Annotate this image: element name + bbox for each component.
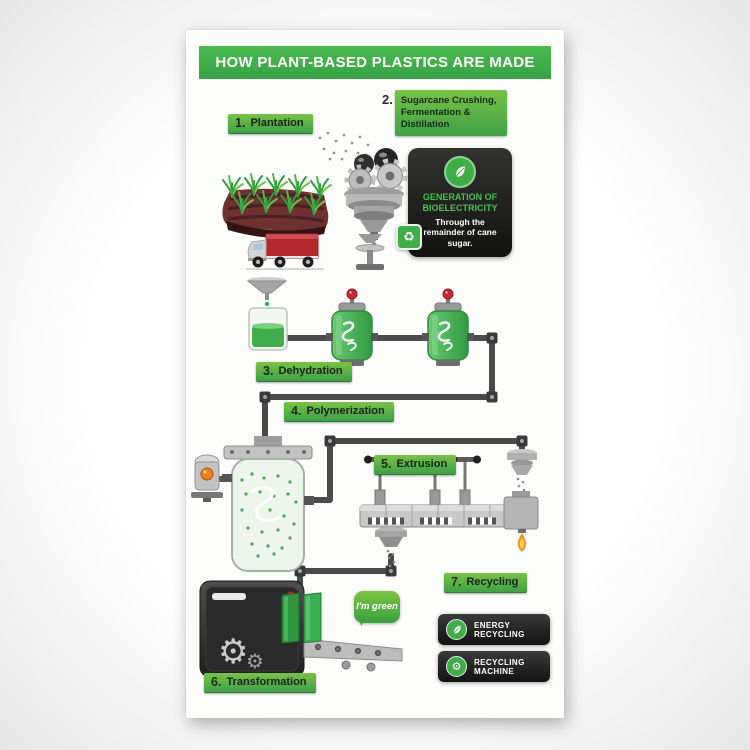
soil-mound [222,188,329,234]
pellet-sprayer [507,449,537,496]
bioelectricity-body: Through the remainder of cane sugar. [423,216,497,248]
step-number: 7. [451,575,462,589]
orange-indicator [200,467,214,481]
pipe-junctions [259,332,528,577]
recycle-icon: ♻ [403,229,415,244]
gear-icon: ⚙ [246,649,264,673]
im-green-bubble: I'm green [354,591,400,626]
bioelectricity-title: GENERATION OF BIOELECTRICITY [422,192,498,213]
step-label-recycling: 7. Recycling [444,573,528,593]
transformation-machine-illustration: ⚙ ⚙ [199,580,403,678]
step-number: 6. [211,675,222,689]
steam-swirl [341,321,355,342]
red-valve [346,288,358,300]
step-number: 5. [381,457,392,471]
step-label-text: Sugarcane Crushing, Fermentation & Disti… [400,95,497,130]
step-label-text: Recycling [466,576,519,588]
recycle-chip: ♻ [396,224,422,250]
step-label-text: Extrusion [396,458,448,470]
red-valve [442,288,454,300]
steam-swirl [437,321,451,342]
truck-illustration [246,233,324,270]
funnel-beaker-illustration [246,277,288,351]
truck-wheels [252,256,314,268]
weighing-hopper-illustration [355,234,385,270]
crusher-funnel [360,220,388,232]
pump-gauge-illustration [191,454,232,502]
bioelectricity-card: GENERATION OF BIOELECTRICITY Through the… [408,148,512,258]
step-label-text: Polymerization [306,405,385,417]
gear-icon: ⚙ [446,656,467,677]
output-hopper [375,527,407,568]
bioelectricity-leaf-icon [444,156,476,188]
step-label-polymerization: 4. Polymerization [284,402,394,422]
step-number: 3. [263,364,274,378]
machine-slot [212,593,246,600]
leaf-energy-icon [446,619,467,640]
gear-icon: ⚙ [218,632,248,672]
badge-energy-recycling: ENERGY RECYCLING [438,614,550,645]
polymerization-tank-illustration [222,436,314,572]
pipes-network [259,332,528,587]
glass-tank [231,458,305,572]
distillation-vessel-2 [422,288,474,366]
title-bar: HOW PLANT-BASED PLASTICS ARE MADE [199,46,551,79]
badge-label: ENERGY RECYCLING [474,620,525,639]
step-number: 2. [382,92,393,107]
poster-title: HOW PLANT-BASED PLASTICS ARE MADE [215,54,535,71]
step-label-transformation: 6. Transformation [204,673,316,693]
die-block [503,496,539,530]
infographic-poster: HOW PLANT-BASED PLASTICS ARE MADE [186,30,564,718]
step-label-dehydration: 3. Dehydration [256,362,352,382]
liquid-drop [264,301,270,307]
step-label-plantation: 1. Plantation [228,114,313,134]
step-label-text: Dehydration [278,365,343,377]
green-plastic-sheets [281,592,322,644]
step-label-extrusion: 5. Extrusion [374,455,457,475]
funnel [246,280,288,294]
conveyor-bolts [314,643,382,657]
step-number: 4. [291,404,302,418]
polymer-speckles [240,472,298,558]
step-label-crushing: 2. Sugarcane Crushing, Fermentation & Di… [382,90,507,136]
step-label-text: Plantation [250,117,304,129]
step-label-text: Transformation [226,676,307,688]
distillation-vessel-1 [326,288,378,366]
bubble-text: I'm green [356,600,398,612]
step-2-box: Sugarcane Crushing, Fermentation & Disti… [394,90,507,136]
step-number: 1. [235,116,246,130]
mixing-swirl [250,485,282,522]
badge-label: RECYCLING MACHINE [474,657,525,676]
flame-icon [517,533,527,552]
badge-recycling-machine: ⚙ RECYCLING MACHINE [438,651,550,682]
